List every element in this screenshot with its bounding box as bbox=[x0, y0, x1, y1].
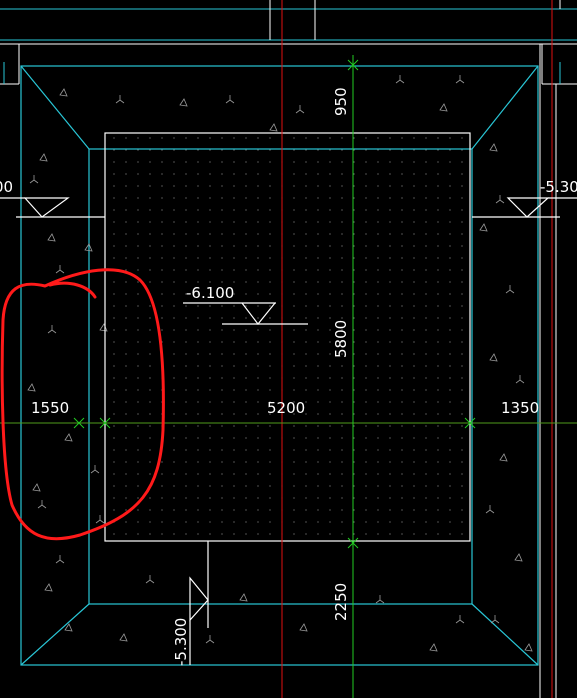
level-label-right: -5.30 bbox=[540, 178, 577, 196]
inner-slab bbox=[104, 132, 471, 542]
dim-bottom-height: 2250 bbox=[332, 583, 350, 621]
level-label-left: 00 bbox=[0, 178, 13, 196]
dim-center-height: 5800 bbox=[332, 320, 350, 358]
level-marker-right bbox=[472, 197, 577, 218]
dim-left-width: 1550 bbox=[31, 399, 69, 417]
level-marker-center bbox=[183, 302, 308, 325]
level-label-bottom: -5.300 bbox=[172, 618, 190, 666]
level-marker-left bbox=[0, 197, 105, 218]
dim-center-width: 5200 bbox=[267, 399, 305, 417]
level-label-center: -6.100 bbox=[186, 284, 234, 302]
level-marker-bottom bbox=[189, 541, 209, 665]
dim-right-width: 1350 bbox=[501, 399, 539, 417]
dim-top-height: 950 bbox=[332, 87, 350, 116]
red-markup-loop[interactable] bbox=[0, 268, 165, 541]
